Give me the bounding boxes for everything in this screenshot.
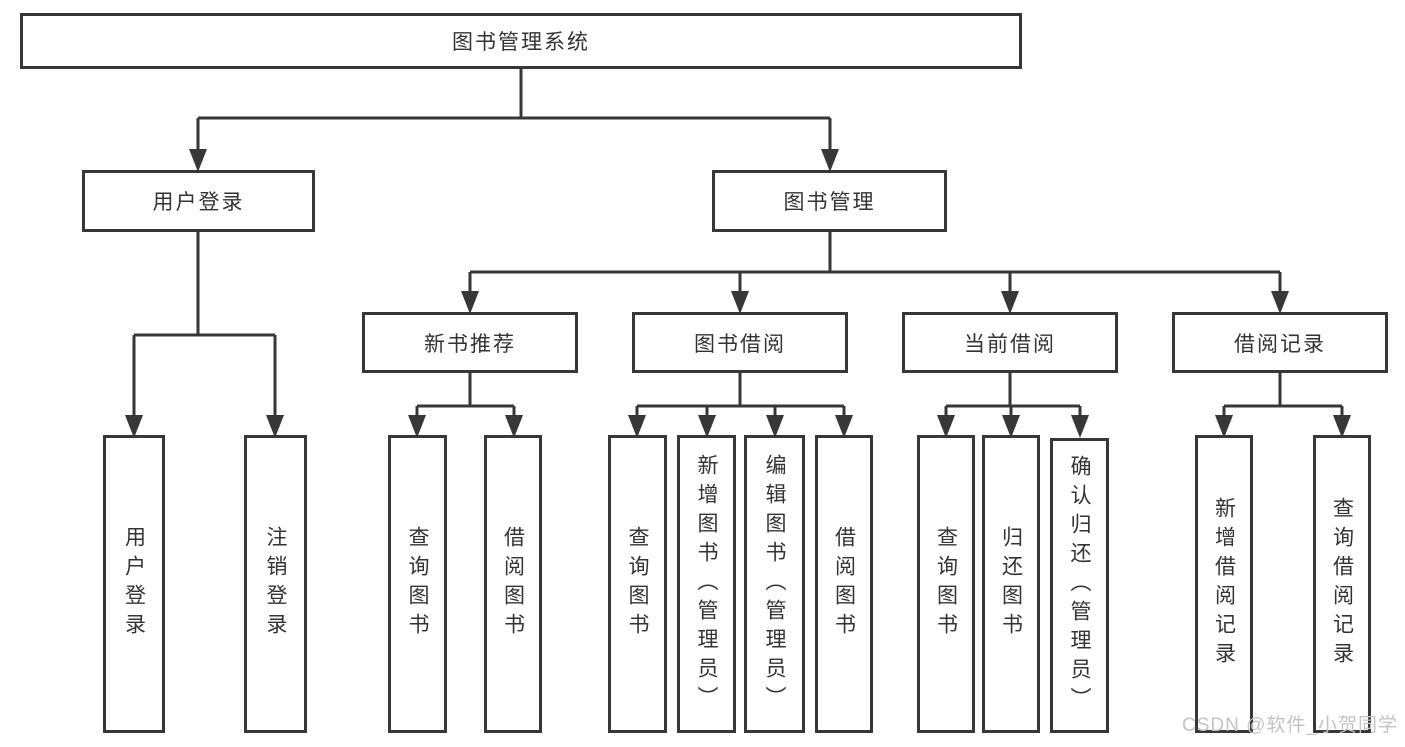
csdn-watermark: CSDN @软件_小贺同学 [1182,715,1398,736]
leaf-add-borrow-record: 新增借阅记录 [1195,435,1253,733]
node-label: 用户登录 [152,191,245,214]
arrowhead [1001,291,1019,314]
arrowhead [125,415,143,438]
node-label: 查询图书 [934,526,958,642]
arrowhead [505,415,523,438]
node-label: 归还图书 [999,526,1023,642]
leaf-logout: 注销登录 [244,435,307,733]
node-label: 借阅图书 [832,526,856,642]
leaf-borrow-books: 借阅图书 [815,435,873,733]
leaf-return-books: 归还图书 [982,435,1040,733]
arrowhead [461,291,479,314]
node-new-book-recommend: 新书推荐 [362,312,578,373]
arrowhead [408,415,426,438]
arrowhead [835,415,853,438]
arrowhead [821,149,839,172]
arrowhead [1215,415,1233,438]
node-label: 用户登录 [122,526,146,642]
arrowhead [1071,415,1089,438]
arrowhead [937,415,955,438]
node-user-login: 用户登录 [82,170,315,232]
node-label: 新书推荐 [424,332,516,356]
node-label: 编辑图书（管理员） [763,453,786,715]
node-book-borrow: 图书借阅 [632,312,848,373]
arrowhead [628,415,646,438]
node-borrow-records: 借阅记录 [1172,312,1388,373]
node-label: 注销登录 [264,526,287,642]
leaf-borrow-books-recommend: 借阅图书 [484,435,542,733]
node-label: 查询图书 [406,526,429,642]
node-label: 新增借阅记录 [1212,497,1236,671]
arrowhead [731,291,749,314]
arrowhead [1333,415,1351,438]
node-label: 借阅记录 [1234,332,1326,356]
node-label: 确认归还（管理员） [1068,455,1091,716]
leaf-query-books-current: 查询图书 [917,435,975,733]
node-book-management: 图书管理 [712,170,947,232]
arrowhead [1002,415,1020,438]
node-label: 图书借阅 [694,332,786,356]
leaf-user-login: 用户登录 [103,435,165,733]
arrowhead [698,415,716,438]
node-label: 当前借阅 [964,332,1056,356]
leaf-edit-books-admin: 编辑图书（管理员） [744,435,805,733]
node-label: 查询借阅记录 [1330,497,1354,671]
node-label: 查询图书 [626,526,649,642]
node-label: 借阅图书 [501,526,525,642]
leaf-add-books-admin: 新增图书（管理员） [677,435,736,733]
leaf-query-borrow-record: 查询借阅记录 [1313,435,1371,733]
leaf-confirm-return-admin: 确认归还（管理员） [1050,438,1109,733]
arrowhead [266,415,284,438]
tree-edges [132,69,1344,420]
leaf-query-books-borrow: 查询图书 [608,435,667,733]
node-current-borrow: 当前借阅 [902,312,1118,373]
arrowheads [125,149,1351,438]
node-label: 图书管理 [783,191,876,214]
node-label: 新增图书（管理员） [695,453,718,715]
leaf-query-books-recommend: 查询图书 [388,435,447,733]
arrowhead [766,415,784,438]
arrowhead [1271,291,1289,314]
arrowhead [189,149,207,172]
node-root-system: 图书管理系统 [20,13,1022,69]
node-label: 图书管理系统 [452,31,590,54]
